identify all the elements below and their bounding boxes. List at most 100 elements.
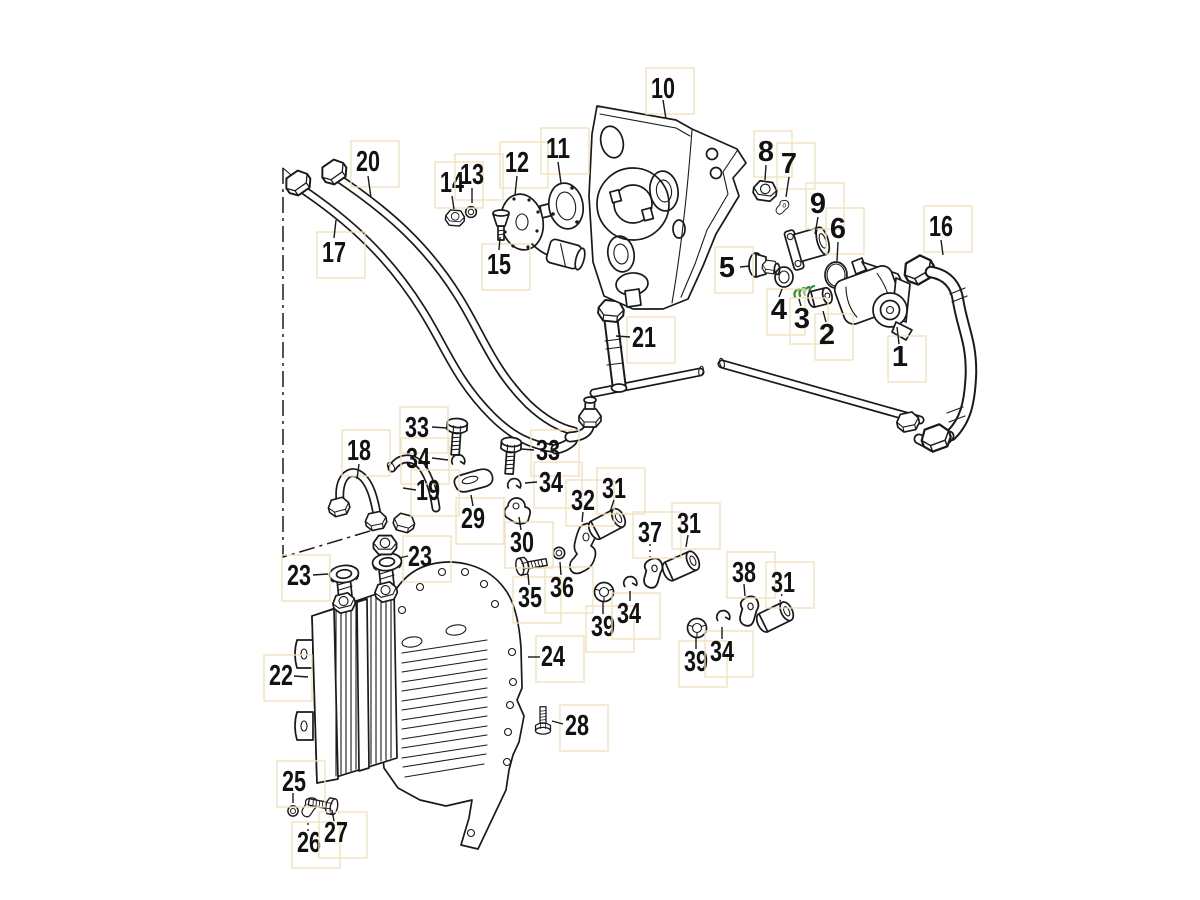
hotspot-box[interactable]: [678, 640, 728, 688]
part-number[interactable]: 35: [518, 582, 542, 614]
hotspot-box[interactable]: [499, 141, 549, 189]
hotspot-box[interactable]: [559, 704, 609, 752]
hotspot-box[interactable]: [789, 297, 829, 345]
hotspot-box[interactable]: [434, 161, 484, 209]
part-number[interactable]: 31: [771, 567, 795, 599]
callout-26-43[interactable]: 26: [291, 819, 341, 869]
part-number[interactable]: 12: [505, 147, 529, 179]
hotspot-box[interactable]: [400, 437, 450, 485]
hotspot-box[interactable]: [291, 821, 341, 869]
hotspot-box[interactable]: [341, 429, 391, 477]
callout-11-6[interactable]: 11: [540, 127, 590, 184]
part-number[interactable]: 39: [684, 646, 708, 678]
hotspot-box[interactable]: [596, 467, 646, 515]
hotspot-box[interactable]: [887, 335, 927, 383]
hotspot-box[interactable]: [626, 316, 676, 364]
callout-32-27[interactable]: 32: [565, 479, 615, 527]
hotspot-box[interactable]: [481, 243, 531, 291]
hotspot-box[interactable]: [399, 406, 449, 454]
callout-30-26[interactable]: 30: [504, 516, 554, 569]
part-number[interactable]: 34: [539, 467, 563, 499]
part-number[interactable]: 19: [416, 475, 440, 507]
callout-15-7[interactable]: 15: [481, 236, 531, 291]
hotspot-box[interactable]: [814, 313, 854, 361]
part-number[interactable]: 10: [651, 73, 675, 105]
callout-7-9[interactable]: 7: [776, 142, 816, 198]
hotspot-box[interactable]: [454, 153, 504, 201]
hotspot-box[interactable]: [263, 654, 313, 702]
part-number[interactable]: 18: [347, 435, 371, 467]
hotspot-box[interactable]: [402, 535, 452, 583]
callout-6-11[interactable]: 6: [825, 207, 865, 262]
callout-4-14[interactable]: 4: [766, 288, 806, 336]
part-number[interactable]: 6: [830, 213, 846, 245]
part-number[interactable]: 23: [287, 560, 311, 592]
callout-34-22[interactable]: 34: [524, 461, 583, 509]
part-number[interactable]: 1: [892, 341, 908, 373]
callout-20-1[interactable]: 20: [350, 140, 400, 199]
part-number[interactable]: 29: [461, 503, 485, 535]
part-number[interactable]: 8: [758, 136, 774, 168]
hotspot-box[interactable]: [512, 576, 562, 624]
hotspot-box[interactable]: [281, 554, 331, 602]
part-number[interactable]: 11: [546, 133, 570, 165]
callout-10-0[interactable]: 10: [645, 67, 695, 120]
callout-23-38[interactable]: 23: [281, 554, 331, 602]
hotspot-box[interactable]: [318, 811, 368, 859]
hotspot-box[interactable]: [923, 205, 973, 253]
hotspot-box[interactable]: [540, 127, 590, 175]
callout-24-40[interactable]: 24: [528, 635, 585, 683]
part-number[interactable]: 32: [571, 485, 595, 517]
part-number[interactable]: 27: [324, 817, 348, 849]
callout-39-33[interactable]: 39: [585, 602, 635, 653]
callout-28-41[interactable]: 28: [551, 704, 609, 752]
part-number[interactable]: 25: [282, 766, 306, 798]
hotspot-box[interactable]: [726, 551, 776, 599]
hotspot-box[interactable]: [533, 461, 583, 509]
hotspot-box[interactable]: [704, 630, 754, 678]
callout-22-39[interactable]: 22: [263, 654, 313, 702]
hotspot-box[interactable]: [544, 566, 594, 614]
callout-17-2[interactable]: 17: [316, 219, 366, 279]
part-number[interactable]: 9: [810, 188, 826, 220]
hotspot-box[interactable]: [504, 521, 554, 569]
callout-12-5[interactable]: 12: [499, 141, 549, 196]
callout-39-35[interactable]: 39: [678, 638, 728, 688]
callout-19-24[interactable]: 19: [402, 469, 460, 517]
callout-29-25[interactable]: 29: [455, 494, 505, 545]
hotspot-box[interactable]: [714, 246, 754, 294]
part-number[interactable]: 34: [710, 636, 734, 668]
hotspot-box[interactable]: [671, 502, 721, 550]
hotspot-box[interactable]: [410, 469, 460, 517]
callout-14-3[interactable]: 14: [434, 161, 484, 210]
hotspot-box[interactable]: [645, 67, 695, 115]
part-number[interactable]: 31: [677, 508, 701, 540]
part-number[interactable]: 31: [602, 473, 626, 505]
hotspot-box[interactable]: [611, 592, 661, 640]
hotspot-box[interactable]: [766, 288, 806, 336]
callout-34-36[interactable]: 34: [704, 627, 754, 678]
part-number[interactable]: 33: [405, 412, 429, 444]
callout-9-10[interactable]: 9: [805, 182, 845, 235]
callout-3-15[interactable]: 3: [789, 297, 829, 345]
callout-38-31[interactable]: 38: [726, 551, 776, 599]
callout-16-12[interactable]: 16: [923, 205, 973, 256]
part-number[interactable]: 38: [732, 557, 756, 589]
part-number[interactable]: 26: [297, 827, 321, 859]
part-number[interactable]: 2: [819, 319, 835, 351]
part-number[interactable]: 7: [781, 148, 797, 180]
callout-27-44[interactable]: 27: [318, 809, 368, 859]
hotspot-box[interactable]: [316, 231, 366, 279]
hotspot-box[interactable]: [565, 479, 615, 527]
part-number[interactable]: 14: [440, 167, 464, 199]
hotspot-box[interactable]: [350, 140, 400, 188]
part-number[interactable]: 37: [638, 517, 662, 549]
callout-18-23[interactable]: 18: [341, 429, 391, 480]
callout-5-13[interactable]: 5: [714, 246, 754, 294]
hotspot-box[interactable]: [276, 760, 326, 808]
callout-34-34[interactable]: 34: [611, 591, 661, 640]
hotspot-box[interactable]: [776, 142, 816, 190]
part-number[interactable]: 21: [632, 322, 656, 354]
hotspot-box[interactable]: [632, 511, 682, 559]
callout-13-4[interactable]: 13: [454, 153, 504, 203]
